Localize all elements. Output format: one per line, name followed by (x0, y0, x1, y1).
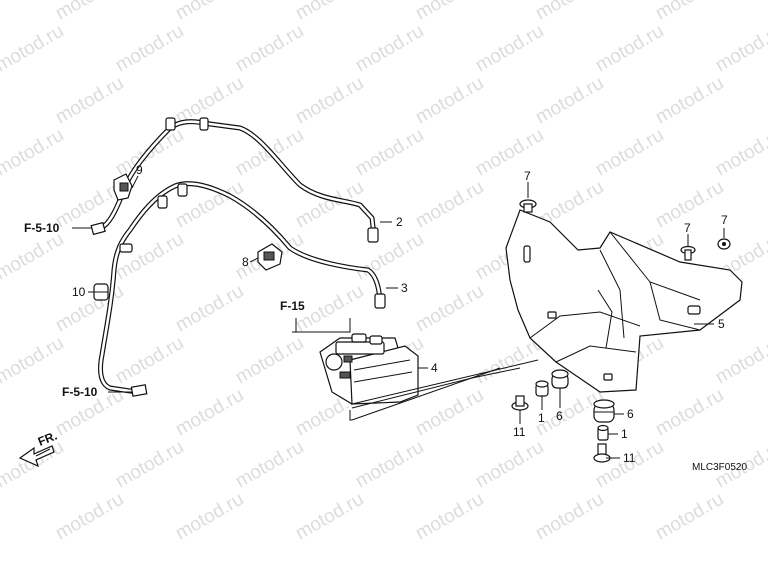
callout-6b: 6 (627, 407, 634, 421)
bolt-11a (511, 395, 529, 411)
watermark-text: motod.ru (412, 385, 487, 441)
watermark-text: motod.ru (592, 125, 667, 181)
watermark-text: motod.ru (712, 21, 768, 77)
watermark-text: motod.ru (52, 0, 127, 24)
watermark-text: motod.ru (472, 437, 547, 493)
watermark-text: motod.ru (112, 21, 187, 77)
watermark-text: motod.ru (412, 177, 487, 233)
front-arrow-icon (18, 445, 55, 468)
watermark-text: motod.ru (352, 229, 427, 285)
watermark-text: motod.ru (232, 333, 307, 389)
callout-7b: 7 (684, 221, 691, 235)
callout-6a: 6 (556, 409, 563, 423)
callout-1a: 1 (538, 411, 545, 425)
callout-8: 8 (242, 255, 249, 269)
watermark-text: motod.ru (292, 489, 367, 545)
watermark-text: motod.ru (172, 489, 247, 545)
collar-1b (597, 424, 609, 441)
watermark-text: motod.ru (52, 281, 127, 337)
leader-lines (72, 175, 725, 459)
watermark-text: motod.ru (292, 0, 367, 24)
reference-f-5-10-top: F-5-10 (24, 221, 60, 235)
watermark-text: motod.ru (532, 0, 607, 24)
under-cover-5 (505, 209, 743, 393)
watermark-text: motod.ru (232, 21, 307, 77)
callout-4: 4 (431, 361, 438, 375)
watermark-text: motod.ru (472, 125, 547, 181)
watermark-text: motod.ru (652, 489, 727, 545)
bolt-11b (593, 443, 611, 463)
watermark-text: motod.ru (52, 489, 127, 545)
watermark-text: motod.ru (652, 385, 727, 441)
watermark-text: motod.ru (172, 0, 247, 24)
callout-7c: 7 (721, 213, 728, 227)
watermark-text: motod.ru (412, 73, 487, 129)
diagram-code: MLC3F0520 (692, 462, 747, 473)
watermark-text: motod.ru (352, 125, 427, 181)
callout-7a: 7 (524, 169, 531, 183)
callout-9: 9 (136, 163, 143, 177)
rubber-6b (593, 399, 615, 423)
watermark-text: motod.ru (112, 437, 187, 493)
watermark-text: motod.ru (0, 229, 67, 285)
callout-2: 2 (396, 215, 403, 229)
pipe-fittings (90, 117, 386, 397)
watermark-text: motod.ru (412, 281, 487, 337)
watermark-text: motod.ru (112, 333, 187, 389)
callout-3: 3 (401, 281, 408, 295)
watermark-text: motod.ru (352, 437, 427, 493)
watermark-text: motod.ru (532, 489, 607, 545)
callout-11b: 11 (623, 451, 636, 465)
callout-1b: 1 (621, 427, 628, 441)
watermark-text: motod.ru (532, 73, 607, 129)
rubber-6a (551, 369, 569, 389)
watermark-text: motod.ru (712, 333, 768, 389)
brake-pipe-3 (98, 181, 383, 395)
pipe-clamp-9 (113, 173, 133, 201)
watermark-text: motod.ru (412, 0, 487, 24)
front-label: FR. (36, 429, 59, 449)
callout-5: 5 (718, 317, 725, 331)
screw-7b (680, 245, 696, 261)
watermark-text: motod.ru (0, 333, 67, 389)
reference-f-15: F-15 (280, 299, 305, 313)
reference-f-5-10-bottom: F-5-10 (62, 385, 98, 399)
washer-7c (717, 238, 731, 250)
pipe-clamp-8 (257, 243, 283, 271)
watermark-text: motod.ru (472, 21, 547, 77)
abs-modulator-4 (319, 333, 419, 405)
callout-10: 10 (72, 285, 86, 299)
watermark-text: motod.ru (652, 0, 727, 24)
watermark-text: motod.ru (352, 21, 427, 77)
watermark-text: motod.ru (0, 125, 67, 181)
collar-1a (535, 380, 549, 397)
watermark-text: motod.ru (412, 489, 487, 545)
screw-7a (519, 199, 537, 213)
watermark-text: motod.ru (712, 125, 768, 181)
watermark-text: motod.ru (592, 21, 667, 77)
watermark-text: motod.ru (52, 73, 127, 129)
watermark-text: motod.ru (232, 437, 307, 493)
watermark-text: motod.ru (0, 21, 67, 77)
watermark-text: motod.ru (292, 73, 367, 129)
watermark-text: motod.ru (172, 385, 247, 441)
callout-11a: 11 (513, 425, 526, 439)
watermark-text: motod.ru (172, 281, 247, 337)
watermark-text: motod.ru (652, 73, 727, 129)
